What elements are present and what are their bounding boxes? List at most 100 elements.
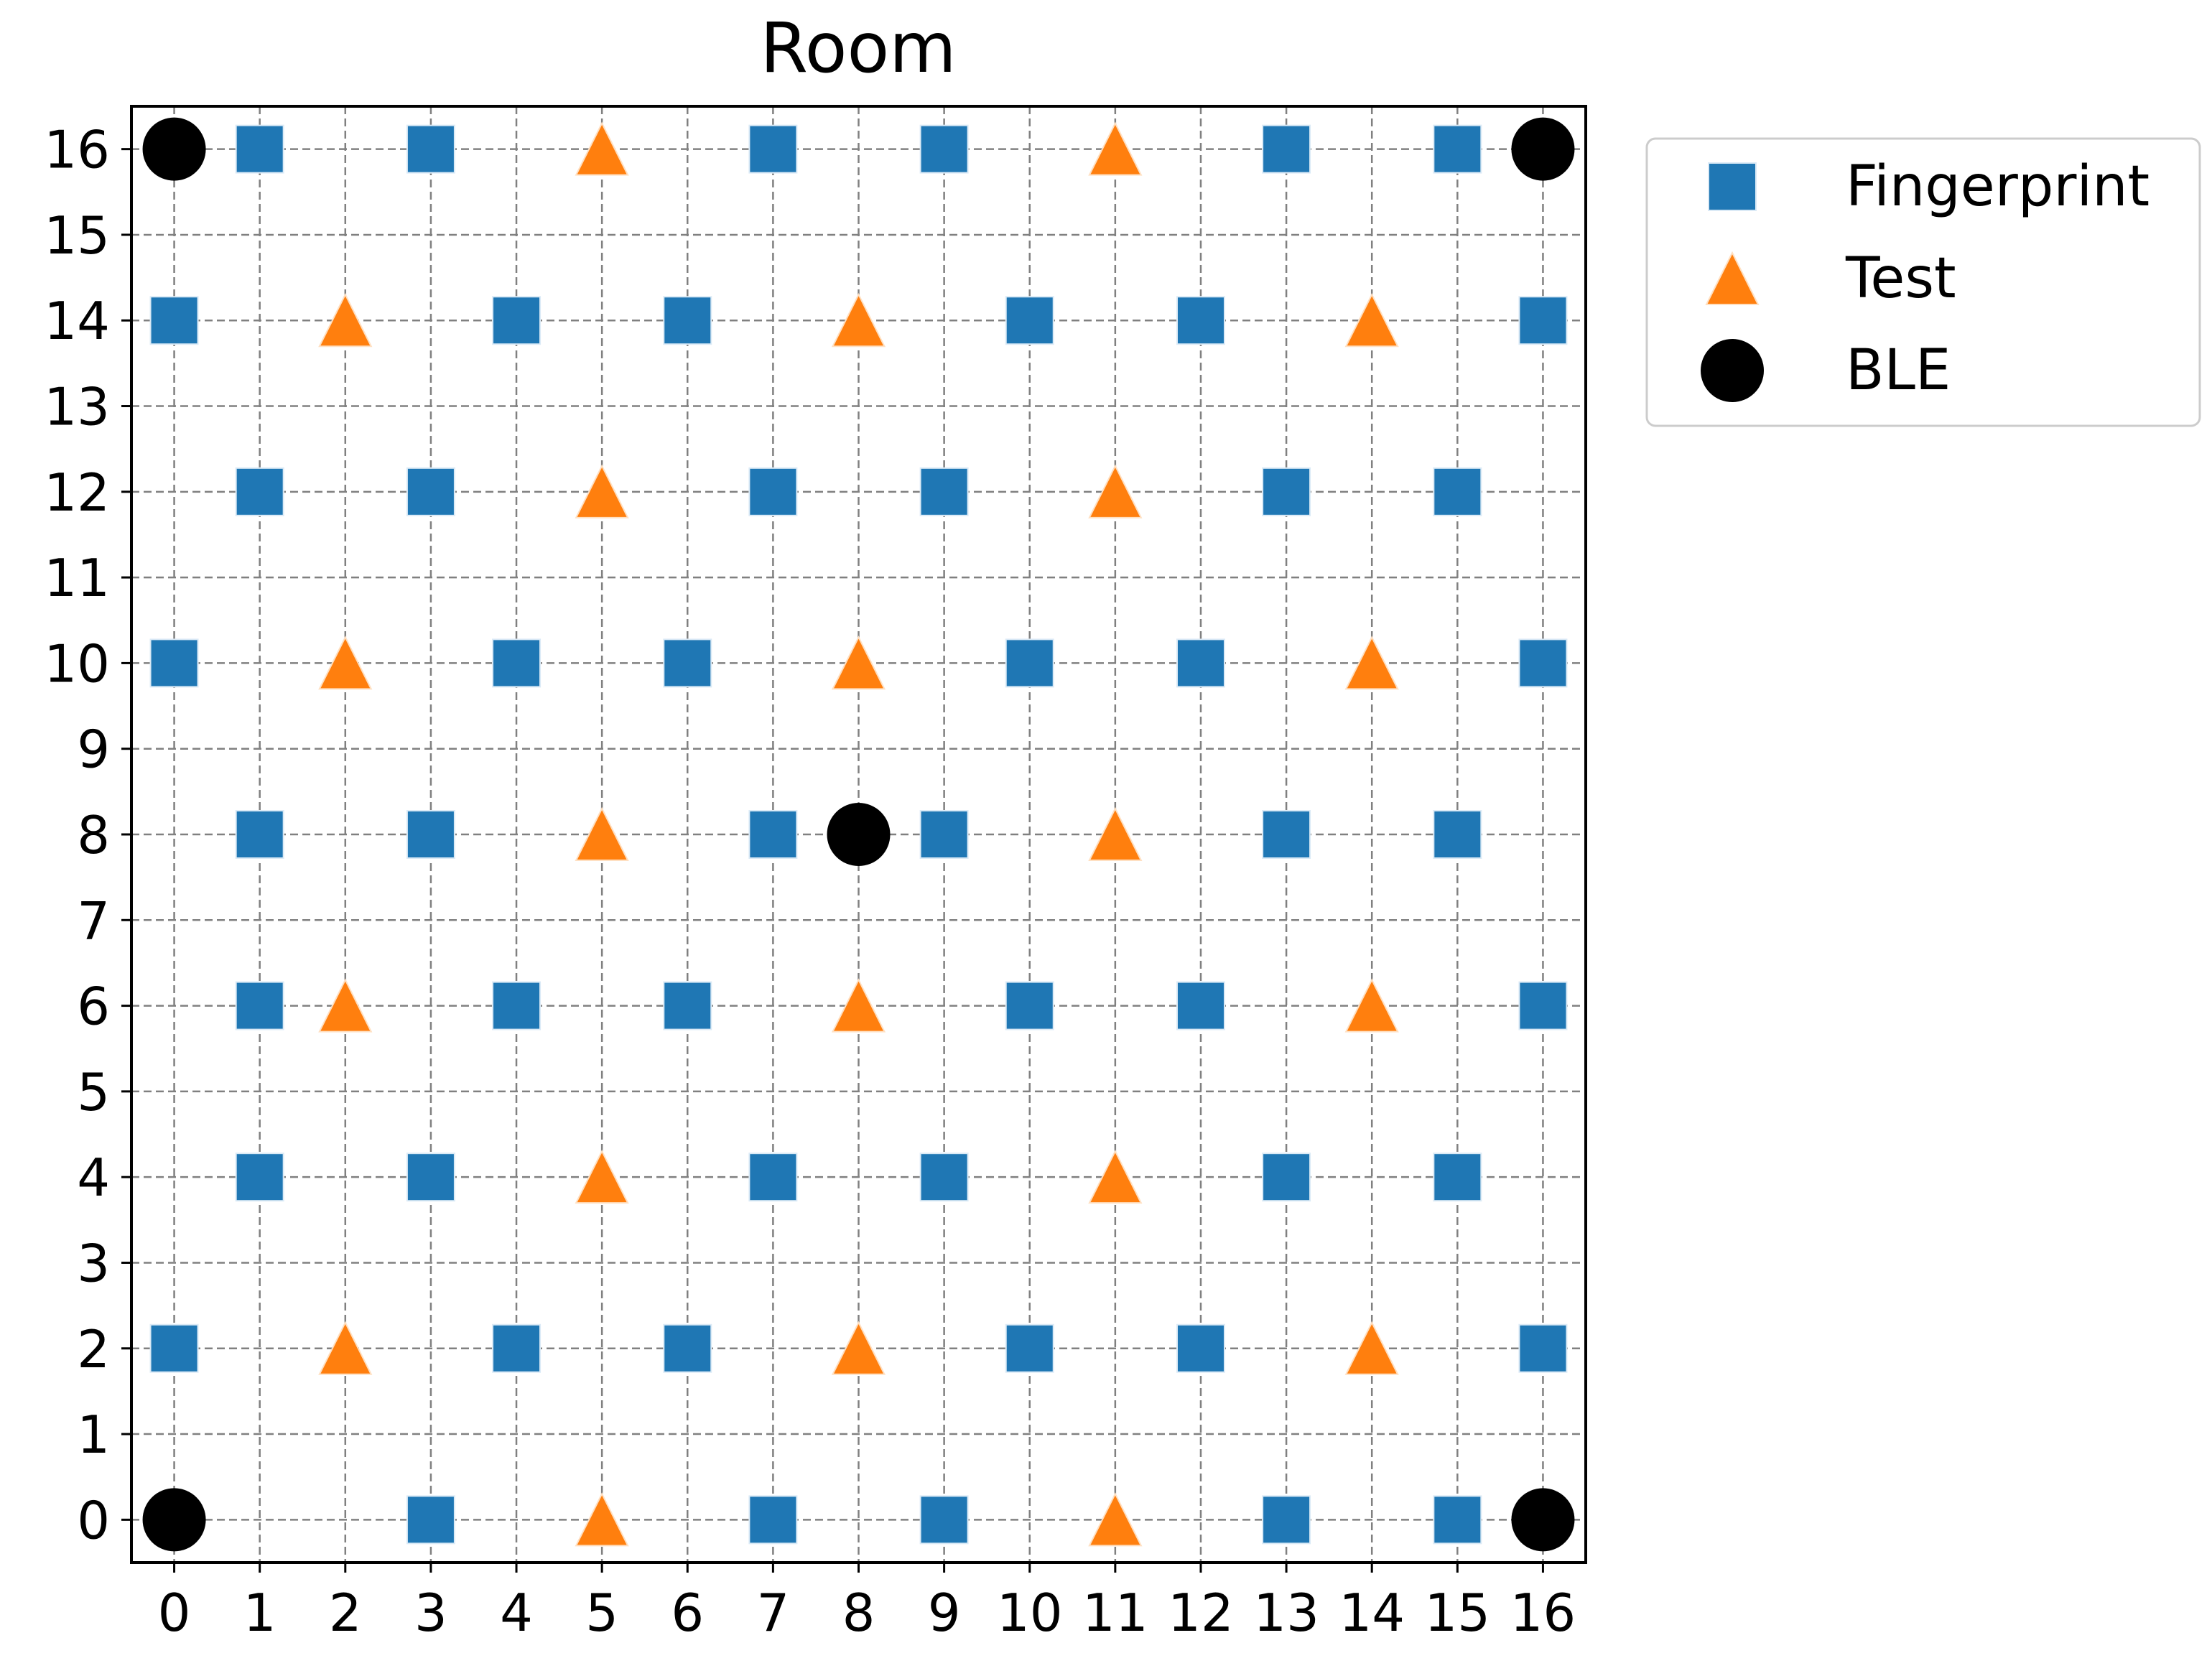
y-tick-label: 5	[77, 1062, 110, 1122]
fingerprint-point	[1262, 467, 1311, 516]
ble-point	[1511, 117, 1575, 181]
fingerprint-point	[1518, 296, 1568, 345]
fingerprint-point	[492, 981, 542, 1030]
y-tick-label: 11	[44, 548, 110, 608]
legend-label-test: Test	[1845, 246, 1956, 311]
fingerprint-point	[1518, 638, 1568, 688]
ble-point	[827, 803, 891, 866]
test-point	[1344, 978, 1399, 1033]
x-tick-label: 2	[329, 1583, 362, 1643]
fingerprint-point	[1518, 1323, 1568, 1373]
fingerprint-point	[149, 638, 199, 688]
test-point	[575, 806, 629, 861]
x-tick-label: 4	[500, 1583, 533, 1643]
test-point	[575, 1149, 629, 1204]
fingerprint-point	[663, 638, 712, 688]
test-point	[831, 636, 886, 690]
x-tick-label: 8	[842, 1583, 875, 1643]
fingerprint-point	[1176, 1323, 1225, 1373]
fingerprint-point	[235, 1153, 284, 1202]
fingerprint-point	[1176, 296, 1225, 345]
test-point	[831, 292, 886, 348]
fingerprint-point	[919, 1153, 969, 1202]
fingerprint-point	[748, 1153, 798, 1202]
test-point	[575, 1492, 629, 1547]
fingerprint-point	[663, 981, 712, 1030]
y-tick-label: 1	[77, 1405, 110, 1465]
fingerprint-point	[663, 1323, 712, 1373]
x-tick-label: 14	[1339, 1583, 1405, 1643]
test-point	[318, 292, 373, 348]
y-tick-label: 4	[77, 1148, 110, 1208]
test-point	[575, 464, 629, 518]
fingerprint-point	[406, 1495, 455, 1545]
test-point	[1088, 464, 1143, 518]
ble-point	[142, 117, 206, 181]
test-point	[318, 1321, 373, 1375]
fingerprint-point	[748, 467, 798, 516]
y-tick-label: 3	[77, 1233, 110, 1293]
fingerprint-point	[1176, 981, 1225, 1030]
fingerprint-point	[1262, 124, 1311, 174]
fingerprint-point	[235, 467, 284, 516]
y-tick-label: 15	[44, 205, 110, 266]
test-point	[1088, 806, 1143, 861]
test-point	[318, 978, 373, 1033]
test-point	[1088, 121, 1143, 176]
y-tick-label: 7	[77, 890, 110, 951]
x-tick-label: 9	[928, 1583, 961, 1643]
y-tick-label: 9	[77, 720, 110, 780]
x-tick-label: 13	[1253, 1583, 1319, 1643]
x-tick-label: 3	[414, 1583, 447, 1643]
y-tick-label: 12	[44, 462, 110, 523]
fingerprint-point	[1433, 1153, 1482, 1202]
x-tick-label: 5	[585, 1583, 618, 1643]
fingerprint-point	[406, 810, 455, 859]
fingerprint-point	[1005, 1323, 1054, 1373]
x-tick-label: 7	[756, 1583, 789, 1643]
fingerprint-point	[919, 124, 969, 174]
fingerprint-point	[149, 1323, 199, 1373]
fingerprint-point	[406, 467, 455, 516]
fingerprint-point	[1176, 638, 1225, 688]
fingerprint-point	[492, 638, 542, 688]
fingerprint-point	[919, 810, 969, 859]
fingerprint-point	[1433, 124, 1482, 174]
fingerprint-point	[748, 810, 798, 859]
fingerprint-point	[149, 296, 199, 345]
fingerprint-point	[1433, 467, 1482, 516]
legend-box	[1645, 137, 2201, 427]
fingerprint-point	[235, 124, 284, 174]
fingerprint-point	[1005, 296, 1054, 345]
test-point	[831, 1321, 886, 1375]
fingerprint-point	[1262, 1153, 1311, 1202]
fingerprint-point	[492, 296, 542, 345]
y-tick-label: 13	[44, 377, 110, 437]
y-tick-label: 16	[44, 120, 110, 180]
y-tick-label: 10	[44, 633, 110, 694]
legend-marker-test	[1705, 251, 1760, 305]
ble-point	[1511, 1488, 1575, 1552]
test-point	[1088, 1492, 1143, 1547]
ble-point	[142, 1488, 206, 1552]
x-tick-label: 0	[158, 1583, 191, 1643]
x-tick-label: 1	[243, 1583, 276, 1643]
test-point	[318, 636, 373, 690]
test-point	[1344, 1321, 1399, 1375]
fingerprint-point	[235, 810, 284, 859]
x-tick-label: 16	[1510, 1583, 1576, 1643]
chart-title: Room	[760, 8, 956, 88]
fingerprint-point	[235, 981, 284, 1030]
fingerprint-point	[748, 1495, 798, 1545]
x-tick-label: 12	[1168, 1583, 1234, 1643]
y-tick-label: 8	[77, 805, 110, 865]
fingerprint-point	[1433, 810, 1482, 859]
fingerprint-point	[1005, 981, 1054, 1030]
x-tick-label: 11	[1082, 1583, 1148, 1643]
y-tick-label: 2	[77, 1319, 110, 1379]
y-tick-label: 6	[77, 977, 110, 1037]
fingerprint-point	[406, 124, 455, 174]
